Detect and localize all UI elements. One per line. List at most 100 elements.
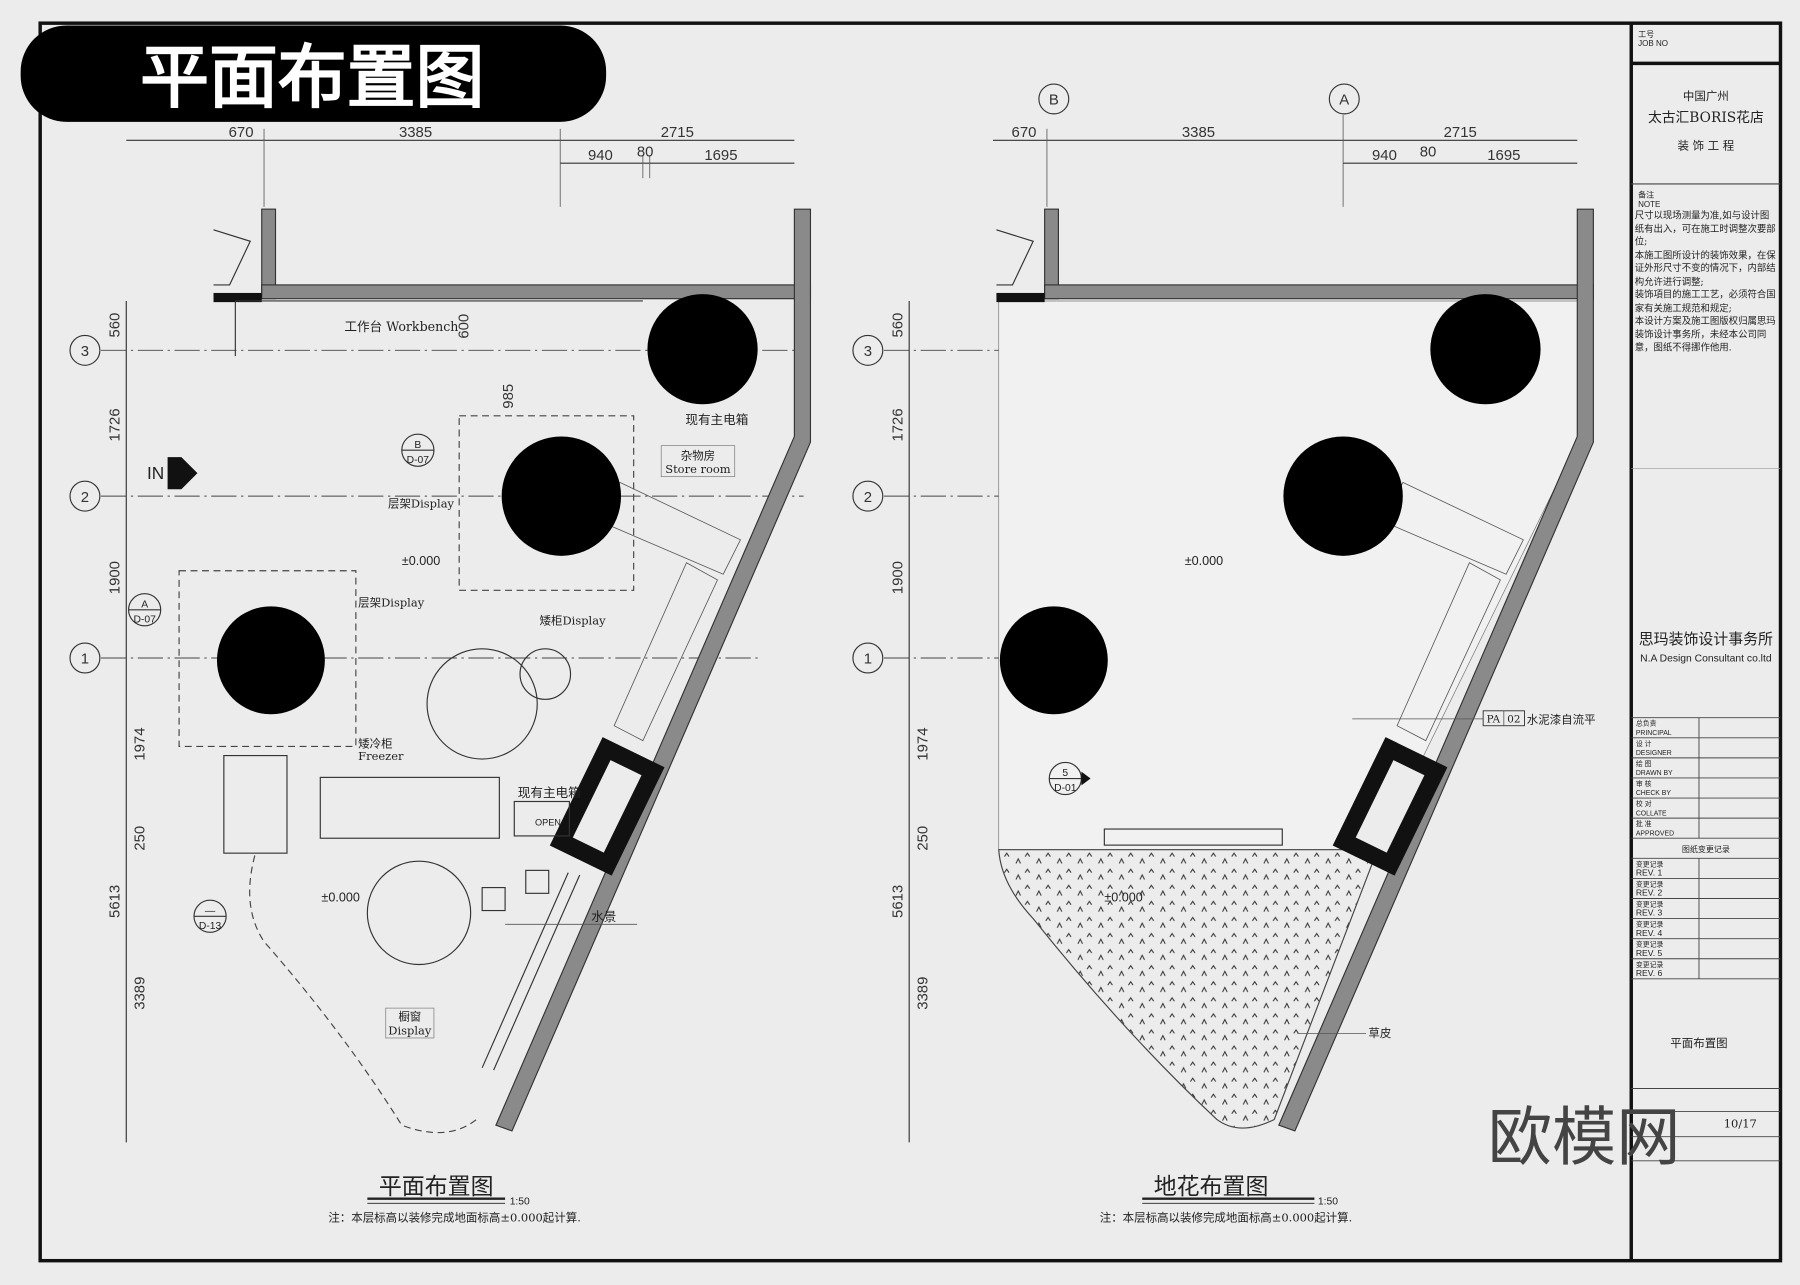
text-label: REV. 6 [1636, 968, 1663, 978]
text-label: 940 [1372, 147, 1397, 164]
black-dot [1283, 436, 1403, 556]
plan-labels: 工作台 Workbench 600 985 现有主电箱 杂物房 Store ro… [321, 314, 748, 1039]
lot-boundary [249, 855, 477, 1134]
text-label: 560 [106, 313, 123, 338]
dim-label: 2715 [661, 124, 694, 141]
note-item: 本施工图所设计的装饰效果，在保证外形尺寸不变的情况下，内部结构允许进行调整; [1634, 248, 1776, 287]
text-label: 层架Display [358, 595, 425, 609]
black-dot [1430, 294, 1541, 405]
watermark-logo: 欧模网 [1488, 1101, 1681, 1176]
text-label: REV. 1 [1636, 868, 1663, 878]
text-label: 绘 图 [1636, 759, 1652, 768]
text-label: B [414, 440, 421, 451]
note-item: 尺寸以现场测量为准,如与设计图纸有出入，可在施工时调整次要部位; [1634, 209, 1776, 248]
text-label: NOTE [1638, 200, 1660, 209]
text-label: 变更记录 [1636, 900, 1664, 909]
text-label: 水景 [591, 909, 616, 924]
revision-header: 图纸变更记录 [1682, 844, 1730, 854]
text-label: 注：本层标高以装修完成地面标高±0.000起计算. [1100, 1211, 1353, 1225]
walls [213, 208, 812, 1132]
text-label: 矮冷柜 [358, 737, 392, 751]
text-label: 批 准 [1636, 819, 1652, 828]
section-callout: A D-07 [127, 593, 162, 627]
round-display-table [519, 648, 572, 700]
text-label: 装 饰 工 程 [1677, 138, 1734, 152]
text-label: 5613 [889, 885, 906, 918]
freezer-cabinet [319, 776, 500, 839]
section-callout: — D-13 [193, 899, 227, 933]
text-label: 5 [1062, 768, 1068, 779]
text-label: 1:50 [510, 1196, 530, 1207]
left-dimensions: 560 1726 1900 1974 250 5613 3389 [889, 300, 932, 1143]
text-label: 250 [915, 826, 932, 851]
text-label: 矮柜Display [540, 614, 607, 628]
text-label: 图纸变更记录 [1682, 844, 1730, 854]
text-label: 1695 [1487, 147, 1520, 164]
text-label: D-07 [133, 614, 156, 625]
role-row: 审 核 CHECK BY [1636, 779, 1672, 797]
text-label: 总负责 [1636, 719, 1657, 728]
text-label: JOB NO [1638, 39, 1668, 48]
black-dot [999, 606, 1108, 715]
dim-label: 670 [229, 124, 254, 141]
text-label: 3389 [132, 977, 149, 1010]
text-label: D-13 [199, 921, 222, 932]
grid-axes: 3 2 1 [852, 334, 999, 674]
text-label: 现有主电箱 [685, 412, 748, 427]
text-label: 80 [1420, 143, 1437, 160]
drawing-name: 平面布置图 [1670, 1036, 1727, 1050]
text-label: 2 [864, 489, 872, 506]
text-label: 现有主电箱 [518, 785, 581, 800]
text-label: REV. 2 [1636, 888, 1663, 898]
left-dimensions: 560 1726 1900 1974 250 5613 3389 [106, 300, 149, 1143]
dim-label: 80 [637, 143, 654, 160]
text-label: 02 [1507, 713, 1520, 725]
text-label: 校 对 [1636, 799, 1652, 808]
text-label: 审 核 [1636, 779, 1652, 788]
text-label: 5613 [106, 885, 123, 918]
text-label: DRAWN BY [1636, 770, 1673, 777]
text-label: 250 [132, 826, 149, 851]
text-label: 杂物房 [681, 448, 715, 462]
text-label: A [1339, 92, 1349, 109]
note-item: 本设计方案及施工图版权归属思玛装饰设计事务所，未经本公司同意，图纸不得挪作他用. [1634, 314, 1776, 353]
text-label: 2715 [1444, 124, 1477, 141]
text-label: 水泥漆自流平 [1527, 712, 1596, 726]
note-item: 装饰項目的施工工艺，必须符合国家有关施工规范和规定; [1634, 288, 1776, 314]
text-label: B [1049, 92, 1059, 109]
text-label: ±0.000 [321, 890, 359, 904]
dim-label: 3385 [399, 124, 432, 141]
text-label: D-07 [407, 455, 430, 466]
text-label: 1900 [889, 561, 906, 594]
text-label: D-01 [1054, 783, 1077, 794]
text-label: CHECK BY [1636, 790, 1672, 797]
role-row: 批 准 APPROVED [1636, 819, 1674, 837]
text-label: Freezer [358, 749, 404, 763]
black-dot [216, 606, 325, 715]
banner-title: 平面布置图 [140, 38, 484, 118]
text-label: 1726 [106, 408, 123, 441]
text-label: ±0.000 [402, 554, 440, 568]
floor-pattern-plan: B A 670 3385 2715 940 80 1695 560 1726 1… [852, 83, 1596, 1225]
text-label: 1974 [132, 728, 149, 761]
text-label: APPROVED [1636, 830, 1674, 837]
text-label: REV. 5 [1636, 948, 1663, 958]
role-row: 绘 图 DRAWN BY [1636, 759, 1673, 777]
text-label: 560 [889, 313, 906, 338]
display-zone [178, 570, 357, 747]
text-label: 工号 [1638, 30, 1654, 39]
text-label: 橱窗 [398, 1010, 421, 1024]
section-callout: B D-07 [401, 433, 435, 467]
text-label: 3 [864, 343, 872, 360]
text-label: 变更记录 [1636, 920, 1664, 929]
dim-label: 1695 [704, 147, 737, 164]
walls [996, 208, 1594, 1132]
text-label: 工作台 Workbench [344, 319, 458, 334]
